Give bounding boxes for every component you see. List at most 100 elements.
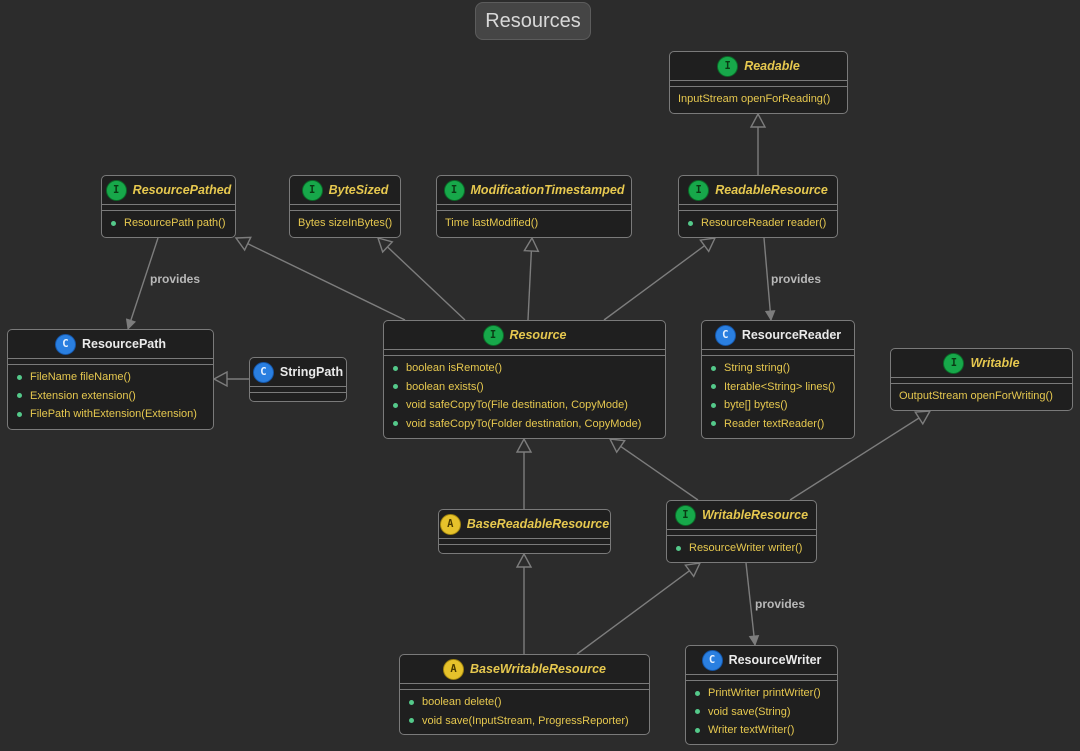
fields-compartment xyxy=(439,538,610,544)
method-row[interactable]: FilePath withExtension(Extension) xyxy=(8,405,213,424)
method-signature: void safeCopyTo(File destination, CopyMo… xyxy=(406,399,628,411)
node-name: ReadableResource xyxy=(715,183,828,197)
method-row[interactable]: void save(InputStream, ProgressReporter) xyxy=(400,712,649,731)
methods-compartment: boolean delete() void save(InputStream, P… xyxy=(400,689,649,733)
method-row[interactable]: boolean delete() xyxy=(400,693,649,712)
edge-readableresource-to-readable xyxy=(749,112,767,175)
method-row[interactable]: boolean isRemote() xyxy=(384,359,665,378)
method-row[interactable]: ResourceReader reader() xyxy=(679,214,837,233)
node-header: I WritableResource xyxy=(667,501,816,529)
public-method-icon xyxy=(695,690,700,696)
fields-compartment xyxy=(8,358,213,364)
edge-label-provides-reader: provides xyxy=(771,272,822,286)
fields-compartment xyxy=(891,377,1072,383)
method-row[interactable]: Extension extension() xyxy=(8,387,213,406)
method-row[interactable]: PrintWriter printWriter() xyxy=(686,684,837,703)
interface-badge-icon: I xyxy=(443,179,465,201)
abstract-class-badge-icon: A xyxy=(439,513,461,535)
node-name: ResourceReader xyxy=(741,328,842,342)
method-row[interactable]: boolean exists() xyxy=(384,378,665,397)
class-badge-icon: C xyxy=(54,333,76,355)
method-signature: void safeCopyTo(Folder destination, Copy… xyxy=(406,417,642,430)
public-method-icon xyxy=(695,727,700,733)
methods-compartment: PrintWriter printWriter() void save(Strin… xyxy=(686,680,837,743)
fields-compartment xyxy=(670,80,847,86)
node-name: ResourceWriter xyxy=(728,653,822,667)
node-name: Resource xyxy=(509,328,567,342)
class-badge-icon: C xyxy=(252,361,274,383)
edge-stringpath-to-resourcepath xyxy=(212,370,249,388)
method-signature: void save(String) xyxy=(708,705,791,718)
interface-badge-icon: I xyxy=(301,179,323,201)
node-name: Readable xyxy=(744,59,800,73)
edge-basereadable-to-resource xyxy=(515,437,533,509)
method-signature: Time lastModified() xyxy=(445,217,539,229)
method-row[interactable]: void safeCopyTo(File destination, CopyMo… xyxy=(384,396,665,415)
method-row[interactable]: ResourceWriter writer() xyxy=(667,539,816,558)
edge-label-provides-path: provides xyxy=(150,272,201,286)
method-row[interactable]: ResourcePath path() xyxy=(102,214,235,233)
edge-resourcepathed-provides-resourcepath xyxy=(125,237,159,331)
public-method-icon xyxy=(17,411,22,417)
public-method-icon xyxy=(711,402,716,408)
node-name: WritableResource xyxy=(701,508,809,522)
public-method-icon xyxy=(676,545,681,551)
public-method-icon xyxy=(711,365,716,371)
method-row[interactable]: Reader textReader() xyxy=(702,415,854,434)
method-row[interactable]: Bytes sizeInBytes() xyxy=(290,214,400,233)
edge-resource-to-modificationtimestamped xyxy=(523,236,540,321)
fields-compartment xyxy=(102,204,235,210)
public-method-icon xyxy=(393,384,398,390)
method-signature: Bytes sizeInBytes() xyxy=(298,217,393,229)
edge-writableresource-to-resource xyxy=(608,438,699,501)
method-row[interactable]: byte[] bytes() xyxy=(702,396,854,415)
interface-badge-icon: I xyxy=(674,504,696,526)
method-row[interactable]: OutputStream openForWriting() xyxy=(891,387,1072,406)
method-row[interactable]: void save(String) xyxy=(686,703,837,722)
methods-compartment: Time lastModified() xyxy=(437,210,631,236)
method-row[interactable]: String string() xyxy=(702,359,854,378)
fields-compartment xyxy=(686,674,837,680)
edge-resource-to-readableresource xyxy=(603,237,717,321)
fields-compartment xyxy=(400,683,649,689)
method-signature: Extension extension() xyxy=(30,389,136,402)
method-signature: Iterable<String> lines() xyxy=(724,380,836,393)
method-row[interactable]: FileName fileName() xyxy=(8,368,213,387)
edge-resource-to-resourcepathed xyxy=(234,236,406,321)
method-signature: void save(InputStream, ProgressReporter) xyxy=(422,714,629,727)
method-signature: PrintWriter printWriter() xyxy=(708,687,821,699)
public-method-icon xyxy=(688,220,693,226)
edge-readableresource-provides-reader xyxy=(763,237,776,322)
edge-writableresource-provides-writer xyxy=(745,562,760,647)
methods-compartment: OutputStream openForWriting() xyxy=(891,383,1072,409)
method-row[interactable]: Iterable<String> lines() xyxy=(702,378,854,397)
public-method-icon xyxy=(393,421,398,427)
edge-resource-to-bytesized xyxy=(376,236,466,321)
method-row[interactable]: Writer textWriter() xyxy=(686,721,837,740)
method-signature: Writer textWriter() xyxy=(708,724,795,736)
public-method-icon xyxy=(409,718,414,724)
method-row[interactable]: Time lastModified() xyxy=(437,214,631,233)
methods-compartment: ResourceWriter writer() xyxy=(667,535,816,561)
public-method-icon xyxy=(711,384,716,390)
method-row[interactable]: void safeCopyTo(Folder destination, Copy… xyxy=(384,415,665,434)
method-row[interactable]: InputStream openForReading() xyxy=(670,90,847,109)
